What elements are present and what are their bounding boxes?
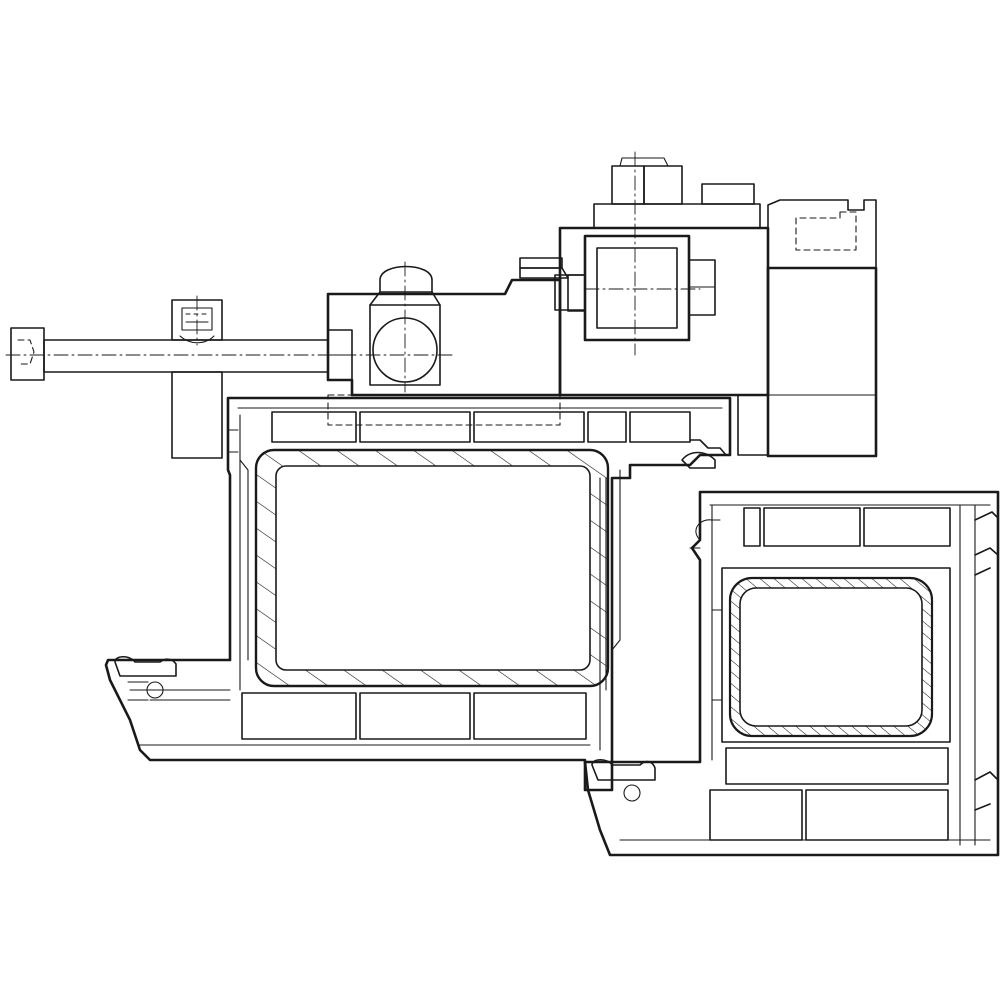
right-top-chamber-2 (763, 507, 861, 547)
guide-nut-left (567, 274, 586, 312)
top-clip (519, 257, 563, 269)
clamp-body-hidden (327, 394, 561, 426)
jaw-top-plate (593, 203, 761, 229)
top-right-block (701, 183, 755, 205)
right-sash-profile (583, 490, 1000, 857)
left-gasket-lip (114, 655, 177, 677)
left-top-chamber-4 (587, 411, 627, 443)
left-top-chamber-1 (271, 411, 357, 443)
cylinder-housing (369, 304, 441, 386)
top-nut-left (611, 165, 645, 205)
right-sash-hook (689, 519, 723, 701)
right-bottom-chamber-1 (725, 747, 949, 785)
left-top-chamber-2 (359, 411, 471, 443)
top-nut-cap (619, 157, 669, 167)
jaw-assembly (558, 151, 878, 458)
left-frame-profile (104, 396, 732, 792)
right-profile-outline (583, 490, 1000, 857)
right-top-chamber-1 (743, 507, 761, 547)
left-bottom-chamber-2 (359, 692, 471, 740)
right-jaw-hidden-slot (795, 211, 857, 251)
handle-hex-socket (17, 339, 35, 365)
housing-lower-block (737, 394, 769, 456)
top-nut-right (643, 165, 683, 205)
collar-screw (179, 307, 215, 344)
jaw-housing (558, 226, 770, 397)
right-jaw-pad (766, 266, 878, 458)
clamp-knob (379, 265, 433, 293)
spindle-handle (10, 327, 45, 381)
right-steel-inner (739, 587, 923, 727)
left-top-chamber-3 (473, 411, 585, 443)
left-top-chamber-5 (629, 411, 691, 443)
spindle-rod (43, 339, 329, 373)
right-bottom-chamber-3 (805, 789, 949, 841)
clamp-collar-bottom (171, 371, 223, 459)
guide-box-inner (596, 247, 678, 329)
left-bottom-chamber-3 (473, 692, 587, 740)
right-profile-inner-outline (619, 504, 991, 846)
left-gasket-hole (146, 681, 164, 699)
right-gasket-lip (591, 758, 656, 781)
left-profile-notch (681, 439, 727, 469)
right-top-chamber-3 (863, 507, 951, 547)
right-core-chamber (721, 567, 951, 743)
clamp-body (326, 278, 562, 397)
clamp-knob-stem (369, 291, 441, 306)
guide-box-outer (583, 234, 691, 342)
right-edge-barbs (974, 511, 999, 811)
left-gasket-detail (127, 681, 149, 701)
left-bottom-chamber-1 (241, 692, 357, 740)
clamping-device (5, 257, 701, 459)
right-bottom-chamber-2 (709, 789, 803, 841)
left-steel-inner (275, 465, 591, 671)
right-jaw-top (767, 199, 877, 269)
right-gasket-hole (623, 784, 641, 802)
left-profile-hook (227, 429, 621, 651)
